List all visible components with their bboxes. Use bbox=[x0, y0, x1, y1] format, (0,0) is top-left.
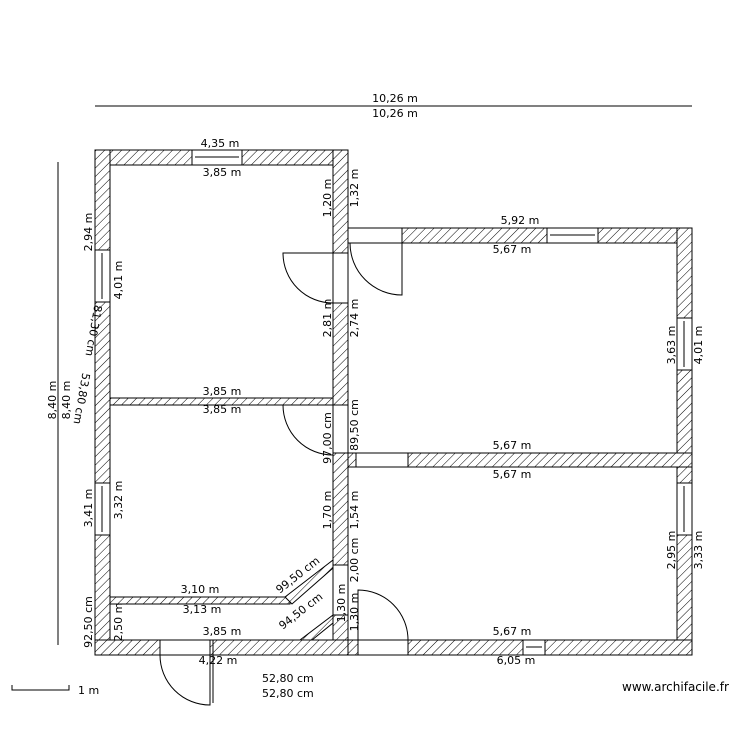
dim-label: 5,67 m bbox=[493, 243, 532, 256]
dim-label: 5,92 m bbox=[501, 214, 540, 227]
dim-label: 52,80 cm bbox=[262, 687, 314, 700]
dim-label: 92,50 cm bbox=[82, 596, 95, 648]
dim-label: 1,70 m bbox=[321, 491, 334, 530]
dim-label: 52,80 cm bbox=[262, 672, 314, 685]
dim-label: 5,67 m bbox=[493, 625, 532, 638]
dim-label: 3,33 m bbox=[692, 531, 705, 570]
overall-width-label: 10,26 m bbox=[372, 92, 418, 105]
dim-label: 5,67 m bbox=[493, 468, 532, 481]
overall-height-label: 8,40 m bbox=[46, 381, 59, 420]
dim-label: 5,67 m bbox=[493, 439, 532, 452]
scale-label: 1 m bbox=[78, 684, 99, 697]
dim-label: 1,20 m bbox=[321, 179, 334, 218]
dim-label: 53,80 cm bbox=[71, 372, 93, 425]
dim-label: 1,30 m bbox=[348, 593, 361, 632]
dim-label: 3,13 m bbox=[183, 603, 222, 616]
dim-label: 3,32 m bbox=[112, 481, 125, 520]
dim-label: 3,85 m bbox=[203, 385, 242, 398]
dim-label: 2,81 m bbox=[321, 299, 334, 338]
scale-bar bbox=[11, 685, 70, 691]
dim-label: 4,22 m bbox=[199, 654, 238, 667]
walls bbox=[94, 149, 693, 656]
dim-label: 3,10 m bbox=[181, 583, 220, 596]
dim-label: 2,50 m bbox=[112, 603, 125, 642]
dim-label: 1,32 m bbox=[348, 169, 361, 208]
dim-label: 1,30 m bbox=[335, 584, 348, 623]
dim-label: 2,94 m bbox=[82, 213, 95, 252]
dim-label: 3,85 m bbox=[203, 625, 242, 638]
dim-label: 6,05 m bbox=[497, 654, 536, 667]
dim-label: 3,85 m bbox=[203, 166, 242, 179]
dim-label: 3,85 m bbox=[203, 403, 242, 416]
dim-label: 89,50 cm bbox=[348, 399, 361, 451]
dim-label: 2,95 m bbox=[665, 531, 678, 570]
doors bbox=[159, 227, 409, 706]
overall-height-label-2: 8,40 m bbox=[60, 381, 73, 420]
overall-width-label-2: 10,26 m bbox=[372, 107, 418, 120]
brand-watermark: www.archifacile.fr bbox=[622, 680, 729, 694]
dim-label: 4,35 m bbox=[201, 137, 240, 150]
dim-label: 3,63 m bbox=[665, 326, 678, 365]
dim-label: 4,01 m bbox=[692, 326, 705, 365]
dim-label: 2,74 m bbox=[348, 299, 361, 338]
dim-label: 97,00 cm bbox=[321, 412, 334, 464]
windows bbox=[94, 149, 693, 656]
dim-label: 2,00 cm bbox=[348, 538, 361, 583]
dim-label: 4,01 m bbox=[112, 261, 125, 300]
dim-label: 3,41 m bbox=[82, 489, 95, 528]
dim-label: 1,54 m bbox=[348, 491, 361, 530]
